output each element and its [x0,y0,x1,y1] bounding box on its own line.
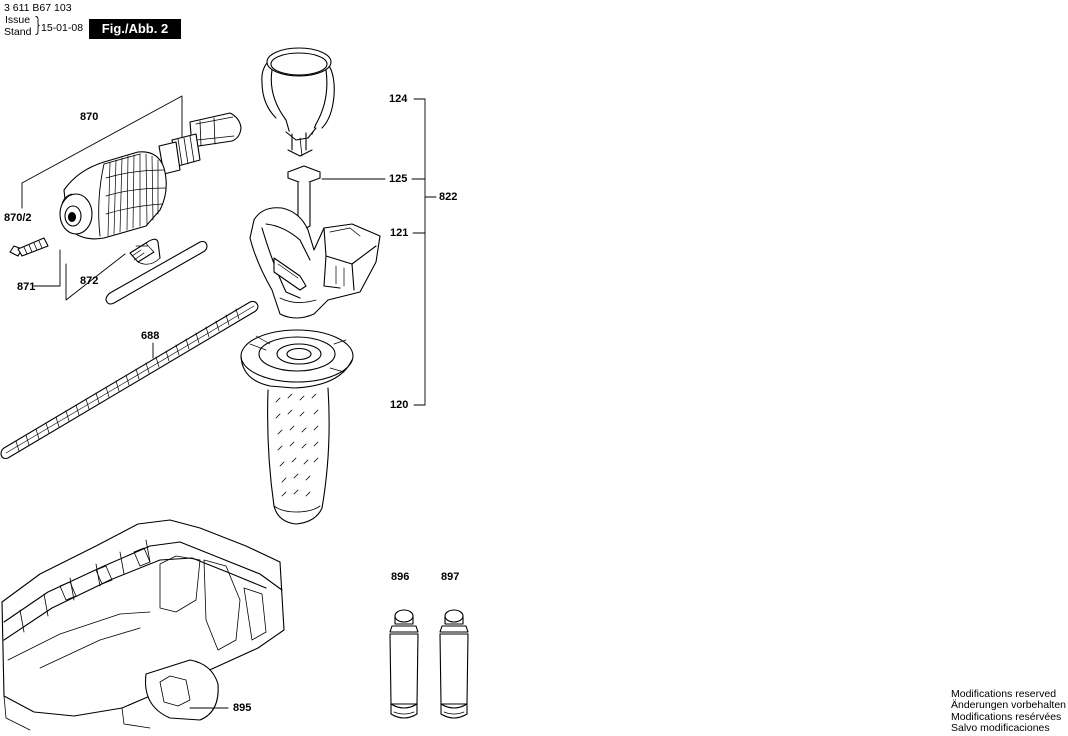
part-number-124: 124 [389,93,408,105]
issue-date: 15-01-08 [41,22,84,34]
chuck-key-drawing [66,239,207,304]
figure-tag: Fig./Abb. 2 [89,19,181,39]
grease-tube-897-drawing [440,610,468,718]
t-bolt-drawing [288,166,320,228]
screw-drawing [10,238,60,286]
depth-stop-rod-drawing [1,302,258,459]
notice-line-spanish: Salvo modificaciones [951,722,1050,735]
assembly-822-bracket [322,99,436,405]
grip-handle-drawing [241,330,353,524]
carrying-case-drawing [2,520,284,730]
strap-band-drawing [262,48,334,156]
part-number-121: 121 [390,227,409,239]
part-number-822: 822 [439,191,458,203]
notice-line-german: Änderungen vorbehalten [951,699,1067,712]
issue-brace [35,16,40,35]
notice-line-french: Modifications resérvées [951,710,1062,723]
part-number-870-2: 870/2 [4,212,32,224]
part-number-870: 870 [80,111,99,123]
part-number-871: 871 [17,281,36,293]
handle-head-drawing [250,208,380,318]
modifications-notice: Modifications reserved Änderungen vorbeh… [951,688,1067,735]
part-number-120: 120 [390,399,409,411]
stand-label: Stand [4,26,32,38]
part-number-897: 897 [441,571,460,583]
document-number: 3 611 B67 103 [4,2,72,14]
part-number-125: 125 [389,173,408,185]
part-number-872: 872 [80,275,99,287]
part-number-895: 895 [233,702,252,714]
notice-line-english: Modifications reserved [951,688,1057,700]
part-number-896: 896 [391,571,410,583]
drill-chuck-drawing [22,96,241,239]
issue-label: Issue [5,14,31,26]
grease-tube-896-drawing [390,610,418,718]
part-number-688: 688 [141,330,160,342]
